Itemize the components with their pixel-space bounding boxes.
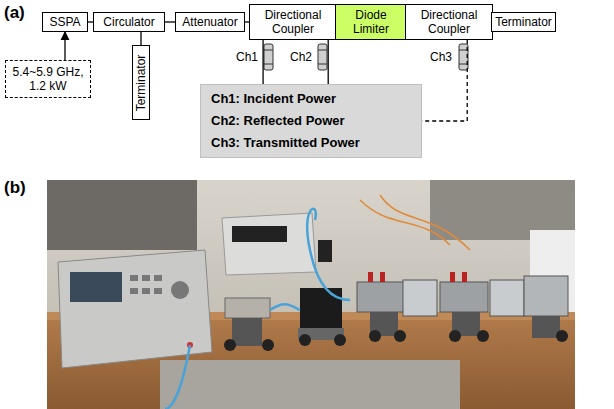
node-text: SSPA [49, 15, 80, 29]
rf-cables [165, 209, 350, 409]
component-box: Terminator [491, 12, 556, 32]
node-text: Ch1: Incident Power [211, 88, 336, 110]
node-text: Directional Coupler [406, 8, 492, 36]
generator-buttons [130, 275, 189, 299]
wire-connector [328, 40, 329, 84]
node-text: Terminator [495, 15, 552, 29]
channel-label: Ch1 [236, 50, 258, 64]
node-text: 5.4~5.9 GHz, 1.2 kW [6, 65, 90, 93]
node-text: Attenuator [182, 15, 237, 29]
generator-display [70, 272, 122, 302]
coupler-probe [264, 44, 273, 70]
panel-label: (a) [4, 3, 25, 23]
floor [160, 360, 460, 409]
node-text: Directional Coupler [250, 8, 336, 36]
coupler-probe [318, 44, 327, 70]
component-box: Directional Coupler [249, 4, 337, 40]
node-text: Diode Limiter [336, 8, 406, 36]
device-stages [224, 272, 568, 351]
channel-label: Ch2 [290, 50, 312, 64]
small-meter [318, 240, 332, 262]
channel-label: Ch3 [430, 50, 452, 64]
photo-background [47, 180, 575, 409]
component-box: Circulator [93, 12, 165, 32]
node-text: Circulator [103, 15, 154, 29]
node-text: Ch3: Transmitted Power [211, 132, 360, 154]
panel-label: (b) [4, 178, 26, 198]
orange-cables [360, 195, 470, 250]
wire-connector [140, 32, 141, 45]
wire-connector [422, 40, 467, 121]
channel-panel: Ch1: Incident PowerCh2: Reflected PowerC… [200, 84, 422, 158]
component-box: Terminator [132, 45, 150, 120]
component-box: Diode Limiter [335, 4, 407, 40]
power-meter [222, 213, 316, 275]
meter-display [232, 226, 287, 242]
component-box: SSPA [42, 12, 88, 32]
node-text: Ch2: Reflected Power [211, 110, 345, 132]
source-spec-box: 5.4~5.9 GHz, 1.2 kW [5, 60, 91, 98]
wire-connector [165, 21, 175, 22]
shelf [47, 180, 197, 250]
wire-connector [64, 32, 65, 60]
component-box: Attenuator [175, 12, 245, 32]
wire-connector [262, 40, 263, 84]
node-text: Terminator [134, 54, 148, 111]
component-box: Directional Coupler [405, 4, 493, 40]
